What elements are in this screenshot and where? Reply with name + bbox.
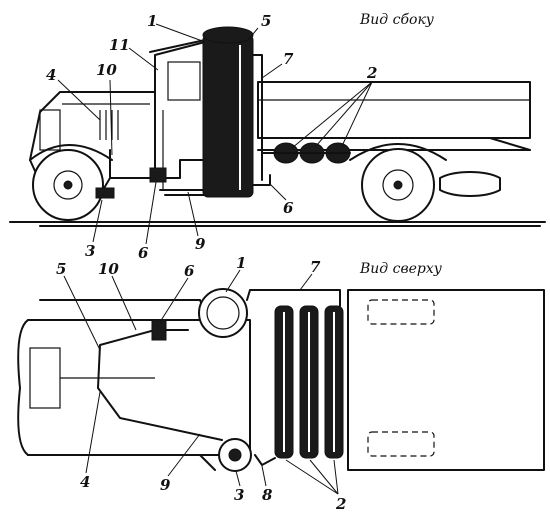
callout-top-7: 7: [310, 258, 321, 276]
hood-louvres: [99, 110, 119, 140]
rear-tank: [439, 171, 501, 197]
front-fender: [29, 144, 113, 161]
top-cargo-bed: [347, 289, 545, 471]
callout-top-6: 6: [184, 262, 195, 280]
callout-side-1: 1: [147, 12, 157, 30]
callout-top-2: 2: [335, 495, 346, 513]
callout-top-5: 5: [56, 260, 66, 278]
gas-pipe-engine: [99, 159, 204, 196]
callout-side-9: 9: [195, 235, 206, 253]
callout-side-6a: 6: [138, 244, 149, 262]
pipe-6-rear: [252, 174, 271, 186]
callout-side-7: 7: [283, 50, 294, 68]
radiator: [39, 109, 61, 151]
callout-top-10: 10: [98, 260, 119, 278]
top-rear-wheel-lower: [367, 431, 435, 457]
top-view-title: Вид сверху: [359, 261, 443, 277]
rear-fender: [349, 143, 447, 161]
side-view: Вид сбоку 1 5 7 2 11 10 4 3 6 9 6: [9, 12, 546, 262]
top-body: [27, 319, 251, 456]
cargo-bed: [257, 81, 531, 139]
side-view-title: Вид сбоку: [359, 12, 435, 28]
callout-side-3: 5: [261, 12, 271, 30]
callout-top-9: 9: [160, 476, 171, 494]
callout-top-4: 4: [80, 473, 90, 491]
callout-side-6b: 6: [283, 199, 294, 217]
fine-filters: [261, 142, 351, 164]
gas-generator-top: [202, 26, 254, 44]
callout-side-4: 4: [46, 66, 56, 84]
rear-wheel-hub: [382, 169, 414, 201]
callout-top-8: 8: [262, 486, 273, 504]
top-rear-wheel-upper: [367, 299, 435, 325]
top-gas-generator: [198, 288, 248, 338]
mixer: [149, 167, 167, 183]
top-gas-generator-lid: [206, 296, 240, 330]
top-radiator: [29, 347, 61, 409]
callout-top-3: 3: [234, 486, 244, 504]
callout-side-5: 3: [85, 242, 95, 260]
cab-window: [167, 61, 201, 101]
gas-pipe-7: [252, 54, 263, 181]
side-callouts: 1 5 7 2 11 10 4 3 6 9 6: [46, 12, 377, 262]
top-mixer: [151, 319, 167, 341]
fan: [95, 187, 115, 199]
top-view: Вид сверху: [17, 254, 545, 513]
callout-side-11: 11: [109, 36, 130, 54]
callout-side-10: 10: [96, 61, 117, 79]
bed-rear-edge: [489, 137, 531, 151]
rear-axle: [393, 180, 403, 190]
cab-roof: [149, 39, 206, 53]
top-callouts: 1 7 6 10 5 4 9 3 8 2: [56, 254, 346, 513]
gas-generator: [202, 34, 254, 198]
front-wheel-hub: [53, 170, 83, 200]
top-front: [17, 319, 29, 456]
top-coarse-cleaner-core: [228, 448, 242, 462]
callout-side-2: 2: [366, 64, 377, 82]
top-gas-pipe-7: [246, 289, 341, 307]
top-pipe-8: [254, 454, 276, 466]
callout-top-1: 1: [236, 254, 246, 272]
top-fine-filters: [274, 305, 344, 459]
front-axle: [63, 180, 73, 190]
top-pipe-9: [97, 329, 223, 441]
top-lower-fender: [39, 454, 216, 471]
